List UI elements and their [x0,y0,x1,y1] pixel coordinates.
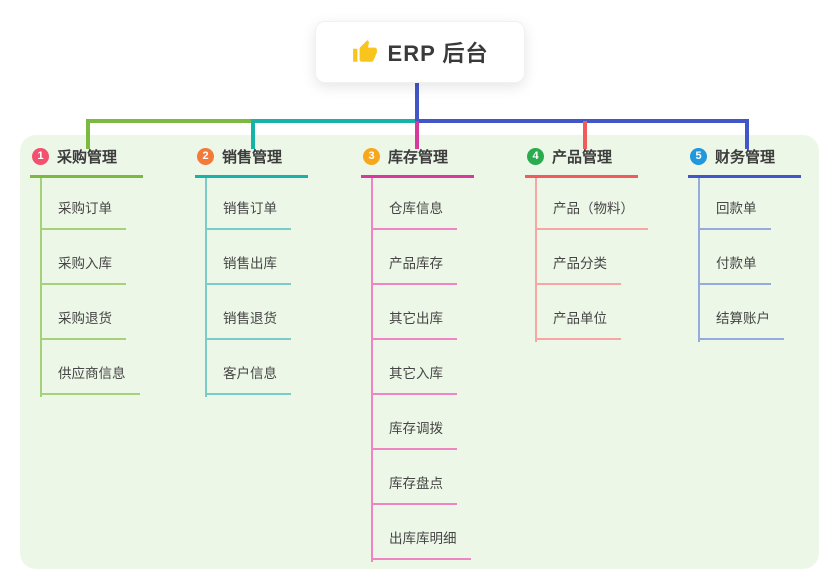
child-node[interactable]: 产品（物料） [535,200,648,230]
child-node[interactable]: 销售退货 [205,310,291,340]
connector-bus-sales [251,119,417,123]
child-node[interactable]: 销售出库 [205,255,291,285]
branch-connector-line [205,178,207,397]
branch-index-badge: 2 [197,148,214,165]
branch-connector-line [535,178,537,342]
child-node[interactable]: 付款单 [698,255,771,285]
branch-children: 销售订单销售出库销售退货客户信息 [205,200,308,395]
branch-header[interactable]: 1 采购管理 [30,146,144,178]
branch-header[interactable]: 2 销售管理 [195,146,309,178]
child-node[interactable]: 库存调拨 [371,420,457,450]
connector-bus-right [415,119,749,123]
branch-children: 仓库信息产品库存其它出库其它入库库存调拨库存盘点出库库明细 [371,200,474,560]
connector-root-stem [415,83,419,121]
branch-index-badge: 4 [527,148,544,165]
child-node[interactable]: 采购入库 [40,255,126,285]
branch-index-badge: 3 [363,148,380,165]
child-node[interactable]: 采购退货 [40,310,126,340]
branch-connector-line [698,178,700,342]
branch-connector-line [40,178,42,397]
branch-index-badge: 1 [32,148,49,165]
branch-label: 产品管理 [552,149,613,166]
child-node[interactable]: 仓库信息 [371,200,457,230]
child-node[interactable]: 其它入库 [371,365,457,395]
branch-header[interactable]: 3 库存管理 [361,146,475,178]
connector-drop-inventory [415,121,419,149]
branch-node: 5 财务管理回款单付款单结算账户 [688,146,802,365]
branch-label: 库存管理 [388,149,449,166]
child-node[interactable]: 回款单 [698,200,771,230]
child-node[interactable]: 库存盘点 [371,475,457,505]
branch-label: 采购管理 [57,149,118,166]
branch-node: 4 产品管理产品（物料） 产品分类产品单位 [525,146,648,365]
branch-connector-line [371,178,373,562]
branch-node: 2 销售管理销售订单销售出库销售退货客户信息 [195,146,309,420]
branch-index-badge: 5 [690,148,707,165]
connector-drop-product [583,121,587,149]
branch-node: 3 库存管理仓库信息产品库存其它出库其它入库库存调拨库存盘点出库库明细 [361,146,475,585]
branch-label: 财务管理 [715,149,776,166]
root-node[interactable]: ERP 后台 [315,21,525,83]
connector-drop-sales [251,121,255,149]
child-node[interactable]: 产品库存 [371,255,457,285]
child-node[interactable]: 销售订单 [205,200,291,230]
child-node[interactable]: 产品分类 [535,255,621,285]
branch-node: 1 采购管理采购订单采购入库采购退货供应商信息 [30,146,144,420]
connector-drop-purchase [86,119,90,149]
branch-children: 回款单付款单结算账户 [698,200,801,340]
branch-label: 销售管理 [222,149,283,166]
branch-children: 产品（物料） 产品分类产品单位 [535,200,648,340]
child-node[interactable]: 产品单位 [535,310,621,340]
thumbs-up-icon [352,40,377,62]
child-node[interactable]: 采购订单 [40,200,126,230]
child-node[interactable]: 供应商信息 [40,365,140,395]
child-node[interactable]: 其它出库 [371,310,457,340]
branch-header[interactable]: 5 财务管理 [688,146,802,178]
connector-bus-purchase [86,119,253,123]
branch-header[interactable]: 4 产品管理 [525,146,639,178]
child-node[interactable]: 结算账户 [698,310,784,340]
branch-children: 采购订单采购入库采购退货供应商信息 [40,200,143,395]
child-node[interactable]: 客户信息 [205,365,291,395]
branches-panel [20,135,819,569]
child-node[interactable]: 出库库明细 [371,530,471,560]
connector-drop-finance [745,119,749,149]
root-title: ERP 后台 [387,41,489,66]
